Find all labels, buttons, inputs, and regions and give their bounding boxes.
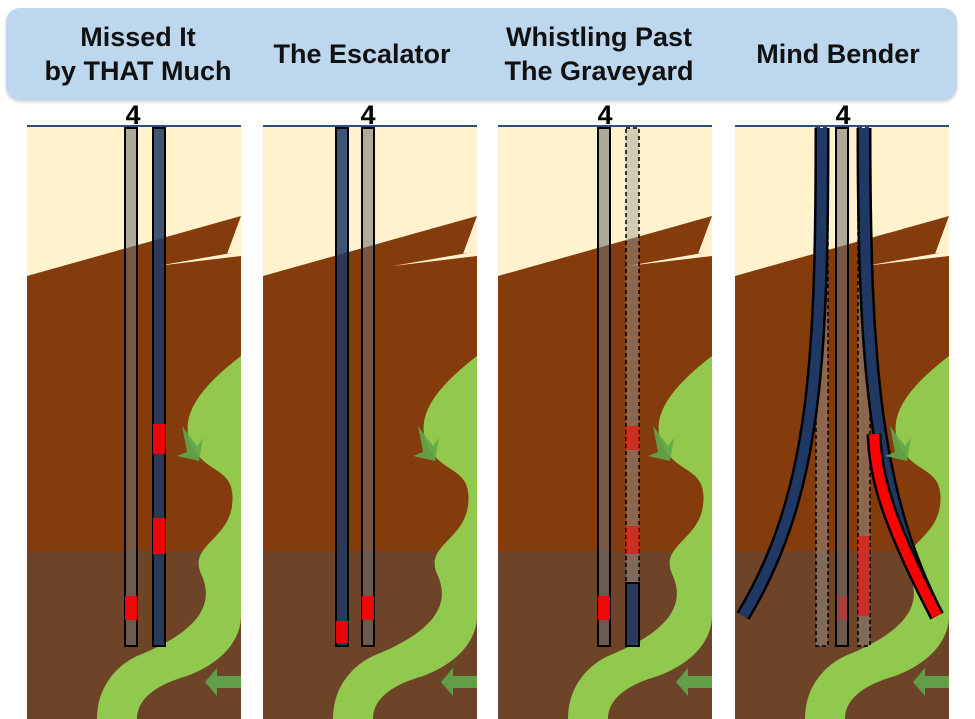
panel-title-2: The Escalator [273, 39, 451, 69]
panel-escalator [263, 125, 477, 719]
reservoir-zone [568, 356, 712, 719]
new-well-short [625, 582, 640, 647]
new-well [335, 127, 349, 647]
flow-arrow-icon [648, 426, 674, 461]
surface-line [27, 125, 241, 127]
existing-well-4 [361, 127, 375, 647]
well-number-2: 4 [360, 100, 376, 130]
hit-zone-lower [598, 596, 610, 620]
panel-title-1: Missed It by THAT Much [44, 22, 232, 86]
existing-well-4 [124, 127, 138, 647]
well-number-4: 4 [835, 100, 851, 130]
hit-zone-upper [626, 426, 639, 450]
hit-zone-upper [153, 424, 165, 454]
title-banner [6, 8, 957, 100]
hit-zone-deviated-fill [869, 433, 942, 619]
reservoir-zone [333, 356, 477, 719]
reservoir-zone [805, 356, 949, 719]
flow-arrow-icon [441, 668, 477, 696]
panel-mind-bender [735, 125, 949, 719]
panel-title-4: Mind Bender [756, 39, 920, 69]
well-number-3: 4 [597, 100, 613, 130]
flow-arrow-icon [413, 426, 439, 461]
hit-zone-lower [362, 596, 374, 620]
new-well [152, 127, 166, 647]
existing-well-4 [597, 127, 611, 647]
panel-missed-it [27, 125, 241, 719]
flow-arrow-icon [205, 668, 241, 696]
surface-line [735, 125, 949, 127]
flow-arrow-icon [177, 426, 203, 461]
hit-zone-middle [153, 518, 165, 554]
reservoir-zone [97, 356, 241, 719]
panel-title-3: Whistling Past The Graveyard [504, 22, 694, 86]
surface-line [498, 125, 712, 127]
panel-whistling-past [498, 125, 712, 719]
flow-arrow-icon [913, 668, 949, 696]
planned-well-path [625, 127, 640, 584]
deviated-well-left-fill [738, 127, 827, 619]
well-number-1: 4 [125, 100, 141, 130]
surface-line [263, 125, 477, 127]
existing-well-4 [835, 127, 849, 647]
hit-zone-middle [626, 526, 639, 554]
flow-arrow-icon [676, 668, 712, 696]
flow-arrow-icon [885, 426, 911, 461]
hit-zone-lower [336, 621, 348, 643]
hit-zone-middle [858, 536, 870, 616]
hit-zone-lower [125, 596, 137, 620]
